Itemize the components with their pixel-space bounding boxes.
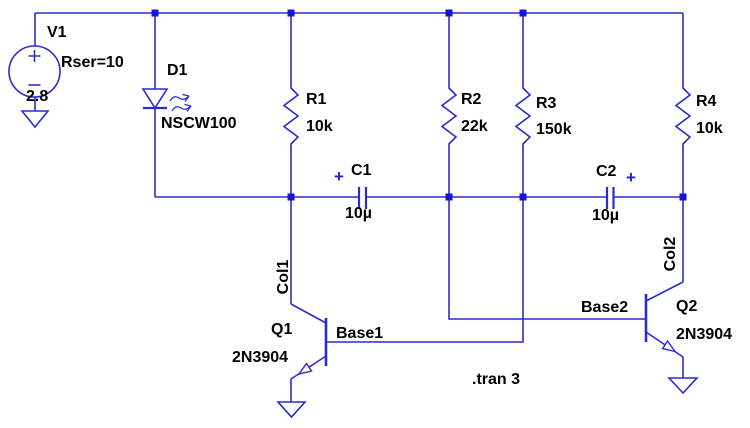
r4-value-label[interactable]: 10k [696,120,723,137]
v1-ref-label[interactable]: V1 [47,24,67,41]
net-label-col2[interactable]: Col2 [662,236,679,272]
d1-model-label[interactable]: NSCW100 [161,115,237,132]
r2-ref-label[interactable]: R2 [461,91,482,108]
v1-value-label[interactable]: 2.8 [26,88,49,105]
q2-model-label[interactable]: 2N3904 [676,326,733,343]
q1-emitter-arrow-icon [297,362,313,376]
net-label-col1[interactable]: Col1 [275,259,292,295]
q2-collector [645,281,684,302]
r4-ref-label[interactable]: R4 [696,93,717,110]
r1-ref-label[interactable]: R1 [306,91,327,108]
plus-mark-icon [28,50,41,62]
q1-model-label[interactable]: 2N3904 [232,349,289,366]
ground-icon[interactable] [276,401,307,419]
wires[interactable] [34,12,684,402]
d1-ref-label[interactable]: D1 [167,62,188,79]
transistor-q1-symbol[interactable] [290,303,328,380]
capacitor-c2-symbol[interactable] [605,187,615,209]
q1-collector [290,303,327,324]
junction-dots [151,9,687,201]
c1-polarity-mark: + [334,167,344,186]
resistor-r1-symbol[interactable] [283,12,299,198]
c1-value-label[interactable]: 10µ [345,205,373,222]
wire-base1 [326,197,524,343]
ground-icon[interactable] [20,110,50,129]
c2-ref-label[interactable]: C2 [596,163,617,180]
q2-ref-label[interactable]: Q2 [676,298,698,315]
transistor-q2-symbol[interactable] [644,281,684,358]
net-label-base2[interactable]: Base2 [581,299,629,316]
wire-base2 [448,197,646,320]
resistor-r4-symbol[interactable] [675,12,691,198]
c2-polarity-mark: + [626,168,636,187]
r3-ref-label[interactable]: R3 [536,95,557,112]
r3-value-label[interactable]: 150k [536,121,572,138]
ground-icon[interactable] [667,377,699,395]
c1-ref-label[interactable]: C1 [351,162,372,179]
r2-value-label[interactable]: 22k [461,118,488,135]
voltage-source-v1-symbol[interactable] [8,45,61,98]
c2-value-label[interactable]: 10µ [592,207,620,224]
q2-emitter-arrow-icon [661,339,677,353]
net-label-base1[interactable]: Base1 [336,325,384,342]
led-d1-symbol[interactable] [141,88,192,112]
spice-directive[interactable]: .tran 3 [472,371,521,388]
v1-param-label[interactable]: Rser=10 [61,54,124,71]
q1-ref-label[interactable]: Q1 [271,321,293,338]
r1-value-label[interactable]: 10k [306,118,333,135]
led-emission-arrows-icon [169,93,192,112]
resistor-r2-symbol[interactable] [441,12,457,198]
resistor-r3-symbol[interactable] [515,12,531,198]
capacitor-c1-symbol[interactable] [357,187,368,209]
